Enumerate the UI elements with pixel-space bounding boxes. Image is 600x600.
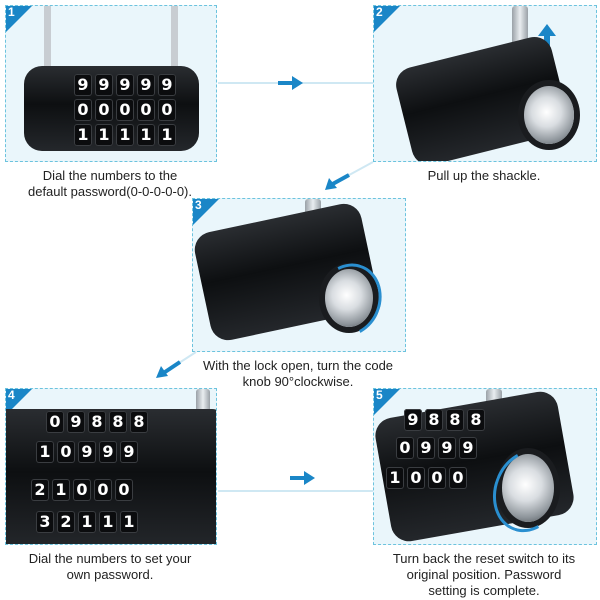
- down-left-arrow-icon: [325, 161, 374, 190]
- step-badge: 3: [193, 199, 221, 227]
- digit-wheel: 9: [158, 74, 176, 96]
- digit-wheel: 1: [120, 511, 138, 533]
- step-badge: 5: [374, 389, 402, 417]
- digit-wheel: 9: [459, 437, 477, 459]
- digit-wheel: 1: [74, 124, 92, 146]
- digit-wheel: 2: [31, 479, 49, 501]
- digit-wheel: 9: [67, 411, 85, 433]
- reset-knob: [325, 269, 373, 327]
- digit-wheel: 1: [116, 124, 134, 146]
- digit-wheel: 0: [396, 437, 414, 459]
- right-arrow-icon: [278, 76, 303, 90]
- digit-wheel: 9: [116, 74, 134, 96]
- digit-wheel: 1: [386, 467, 404, 489]
- flow-line: [218, 490, 373, 492]
- digit-wheel: 8: [425, 409, 443, 431]
- lock-shackle: [44, 6, 178, 83]
- digit-wheel: 0: [74, 99, 92, 121]
- digit-wheel: 1: [95, 124, 113, 146]
- digit-wheel: 1: [36, 441, 54, 463]
- reset-knob: [502, 454, 554, 522]
- digit-wheel: 0: [46, 411, 64, 433]
- digit-wheel: 9: [137, 74, 155, 96]
- digit-wheel: 9: [404, 409, 422, 431]
- digit-wheel: 9: [120, 441, 138, 463]
- digit-wheel: 9: [78, 441, 96, 463]
- step-badge: 2: [374, 6, 402, 34]
- step-3-panel: 3: [192, 198, 406, 352]
- digit-wheel: 8: [446, 409, 464, 431]
- down-left-arrow-icon: [156, 351, 197, 378]
- digit-wheel: 0: [95, 99, 113, 121]
- digit-wheel: 8: [130, 411, 148, 433]
- digit-wheel: 0: [94, 479, 112, 501]
- digit-wheel: 2: [57, 511, 75, 533]
- digit-wheel: 1: [52, 479, 70, 501]
- digit-wheel: 9: [74, 74, 92, 96]
- digit-wheel: 8: [109, 411, 127, 433]
- digit-wheel: 1: [99, 511, 117, 533]
- digit-wheel: 0: [57, 441, 75, 463]
- digit-wheel: 1: [158, 124, 176, 146]
- digit-wheel: 3: [36, 511, 54, 533]
- reset-knob: [524, 86, 574, 144]
- step-badge: 1: [6, 6, 34, 34]
- digit-wheel: 0: [115, 479, 133, 501]
- digit-wheel: 8: [88, 411, 106, 433]
- step-2-panel: 2: [373, 5, 597, 162]
- digit-wheel: 0: [116, 99, 134, 121]
- digit-wheel: 1: [78, 511, 96, 533]
- digit-wheel: 0: [428, 467, 446, 489]
- right-arrow-icon: [290, 471, 315, 485]
- digit-wheel: 1: [137, 124, 155, 146]
- digit-wheel: 0: [449, 467, 467, 489]
- digit-wheel: 8: [467, 409, 485, 431]
- digit-wheel: 9: [417, 437, 435, 459]
- digit-wheel: 9: [438, 437, 456, 459]
- digit-wheel: 0: [158, 99, 176, 121]
- digit-wheel: 0: [73, 479, 91, 501]
- digit-wheel: 9: [95, 74, 113, 96]
- digit-wheel: 0: [137, 99, 155, 121]
- step-2-caption: Pull up the shackle.: [427, 168, 541, 183]
- digit-wheel: 0: [407, 467, 425, 489]
- digit-wheel: 9: [99, 441, 117, 463]
